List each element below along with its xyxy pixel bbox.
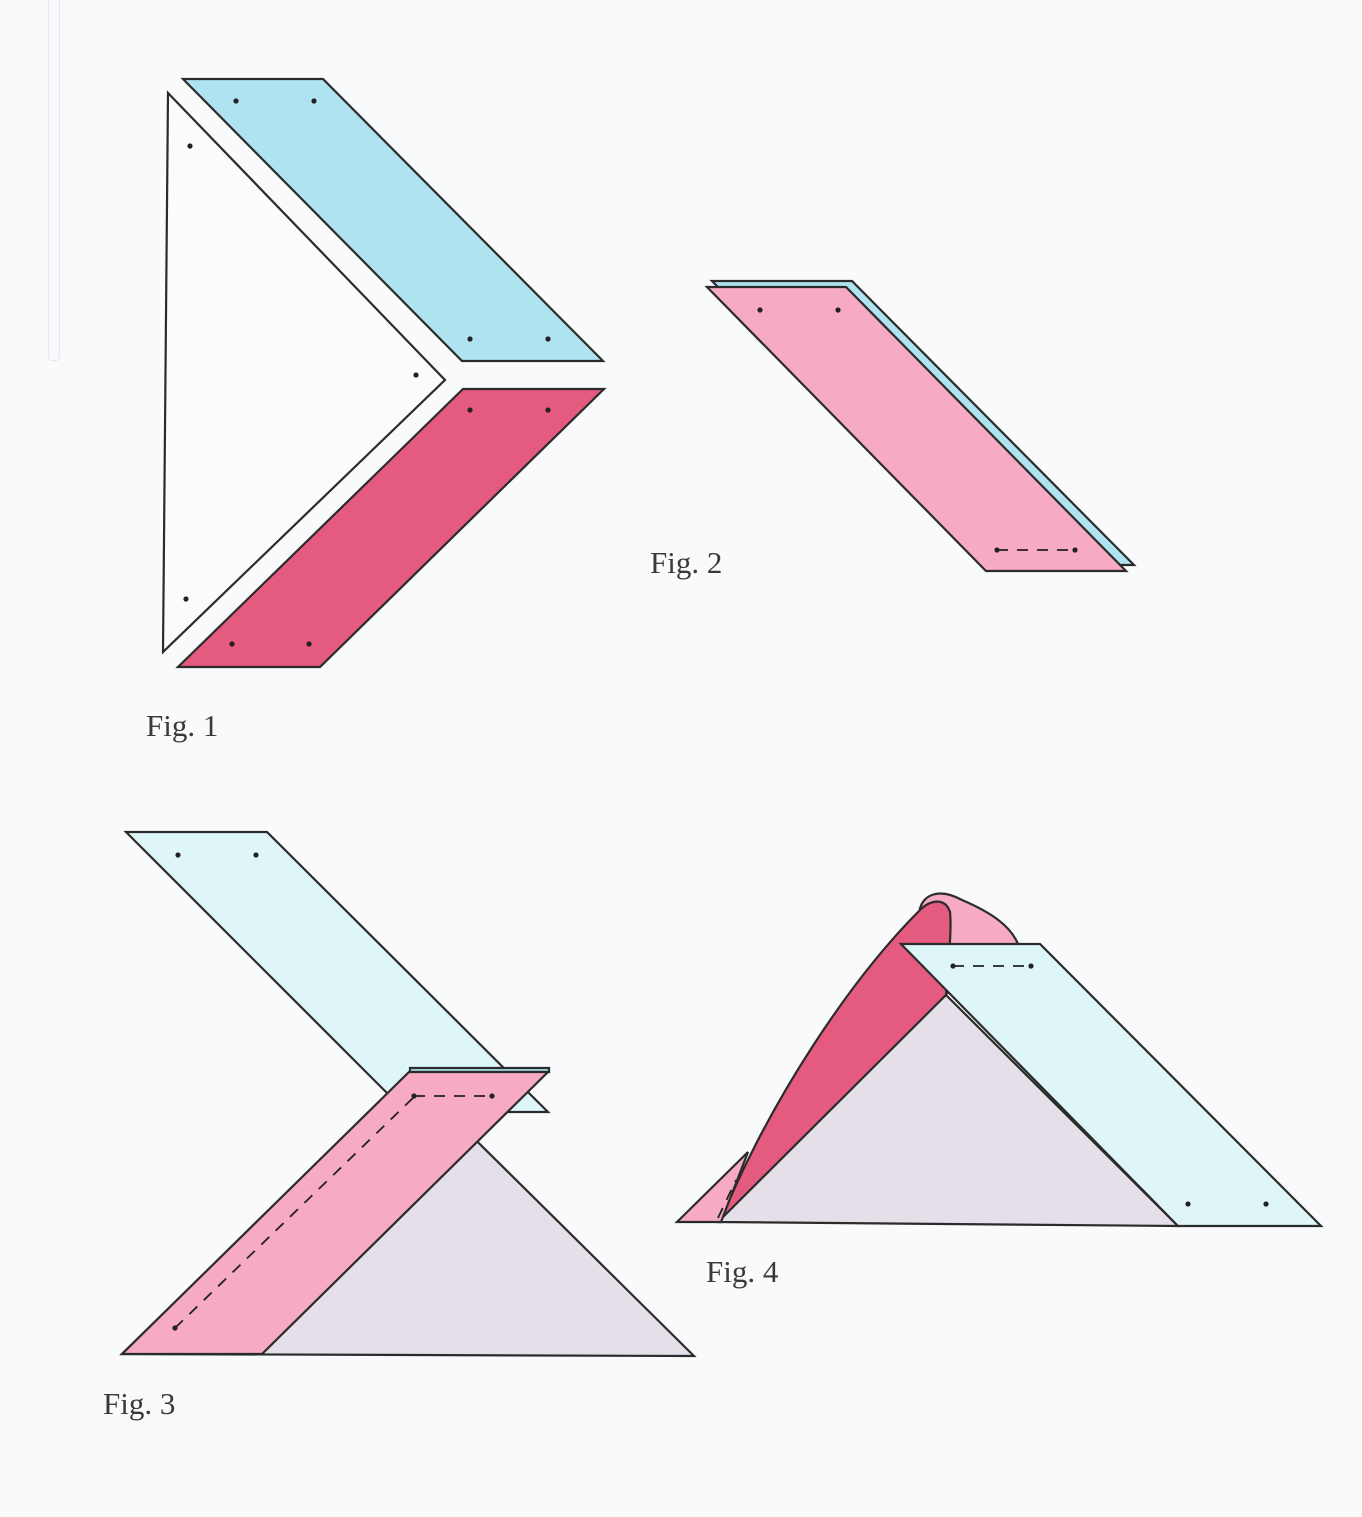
fig3-seam-end xyxy=(172,1325,178,1331)
fig4-seam-end xyxy=(1028,963,1034,969)
fig1-dot xyxy=(187,143,193,149)
figure-4-caption: Fig. 4 xyxy=(706,1254,779,1289)
fig4-seam-end xyxy=(950,963,956,969)
figure-3-caption: Fig. 3 xyxy=(103,1386,176,1421)
fig1-dot xyxy=(413,372,419,378)
fig3-seam-diagonal xyxy=(174,1095,416,1329)
page-edge-mark xyxy=(48,0,60,361)
fig1-dot xyxy=(311,98,317,104)
fig3-blue-strip xyxy=(123,830,551,1114)
fig4-corner-seam xyxy=(717,1179,737,1219)
fig1-dot xyxy=(183,596,189,602)
figure-1-diagram xyxy=(161,77,607,669)
fig3-dot xyxy=(253,852,259,858)
fig1-dot xyxy=(467,336,473,342)
fig3-pink-strip xyxy=(119,1070,551,1356)
fig2-dot xyxy=(835,307,841,313)
fig4-lavender-triangle xyxy=(715,993,1181,1228)
fig3-seam-end xyxy=(489,1093,495,1099)
figure-4-diagram xyxy=(674,892,1324,1228)
figure-2-diagram xyxy=(704,279,1137,573)
fig2-seam-end xyxy=(994,547,1000,553)
fig4-blue-strip xyxy=(898,942,1324,1228)
fig1-dot xyxy=(545,407,551,413)
fig1-white-triangle xyxy=(161,90,447,655)
fig2-pink-strip-front xyxy=(704,285,1129,573)
fig4-pink-corner xyxy=(674,1151,750,1224)
fig4-dot xyxy=(1263,1201,1269,1207)
figure-1-caption: Fig. 1 xyxy=(146,708,219,743)
fig1-dot xyxy=(306,641,312,647)
fig1-dot xyxy=(467,407,473,413)
fig3-dot xyxy=(175,852,181,858)
fig4-dot xyxy=(1185,1201,1191,1207)
fig1-blue-strip xyxy=(180,77,606,363)
fig1-pink-strip xyxy=(175,387,607,669)
figure-2-caption: Fig. 2 xyxy=(650,545,723,580)
fig2-dot xyxy=(757,307,763,313)
fig2-seam-end xyxy=(1072,547,1078,553)
fig1-dot xyxy=(229,641,235,647)
fig1-dot xyxy=(233,98,239,104)
fig1-dot xyxy=(545,336,551,342)
fig3-seam-end xyxy=(411,1093,417,1099)
figure-3-diagram xyxy=(119,830,697,1358)
